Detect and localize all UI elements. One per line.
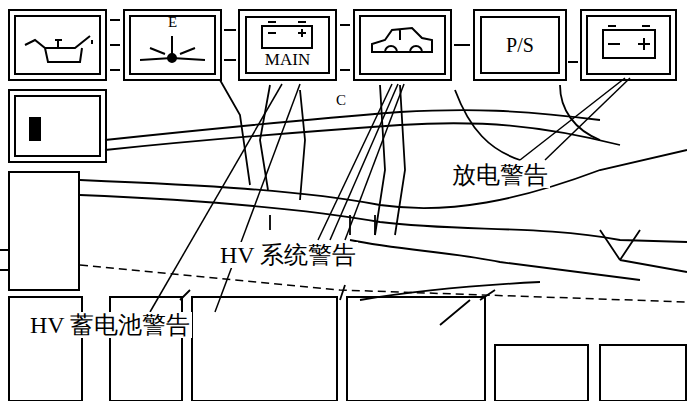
warning-icon-box: MAIN — [245, 16, 330, 74]
background-lines — [80, 80, 687, 325]
warning-icon-box: P/S — [480, 16, 560, 74]
icon-text: P/S — [506, 34, 534, 56]
warning-icon-frames — [9, 10, 676, 162]
callout-label: 放电警告 — [450, 162, 550, 188]
gauge-letter: E — [166, 14, 179, 31]
leader-lines — [150, 78, 630, 312]
icon-text: MAIN — [265, 51, 310, 72]
callout-label: HV 系统警告 — [218, 242, 358, 268]
gauge-letter: C — [334, 92, 348, 109]
callout-label: HV 蓄电池警告 — [28, 312, 192, 338]
